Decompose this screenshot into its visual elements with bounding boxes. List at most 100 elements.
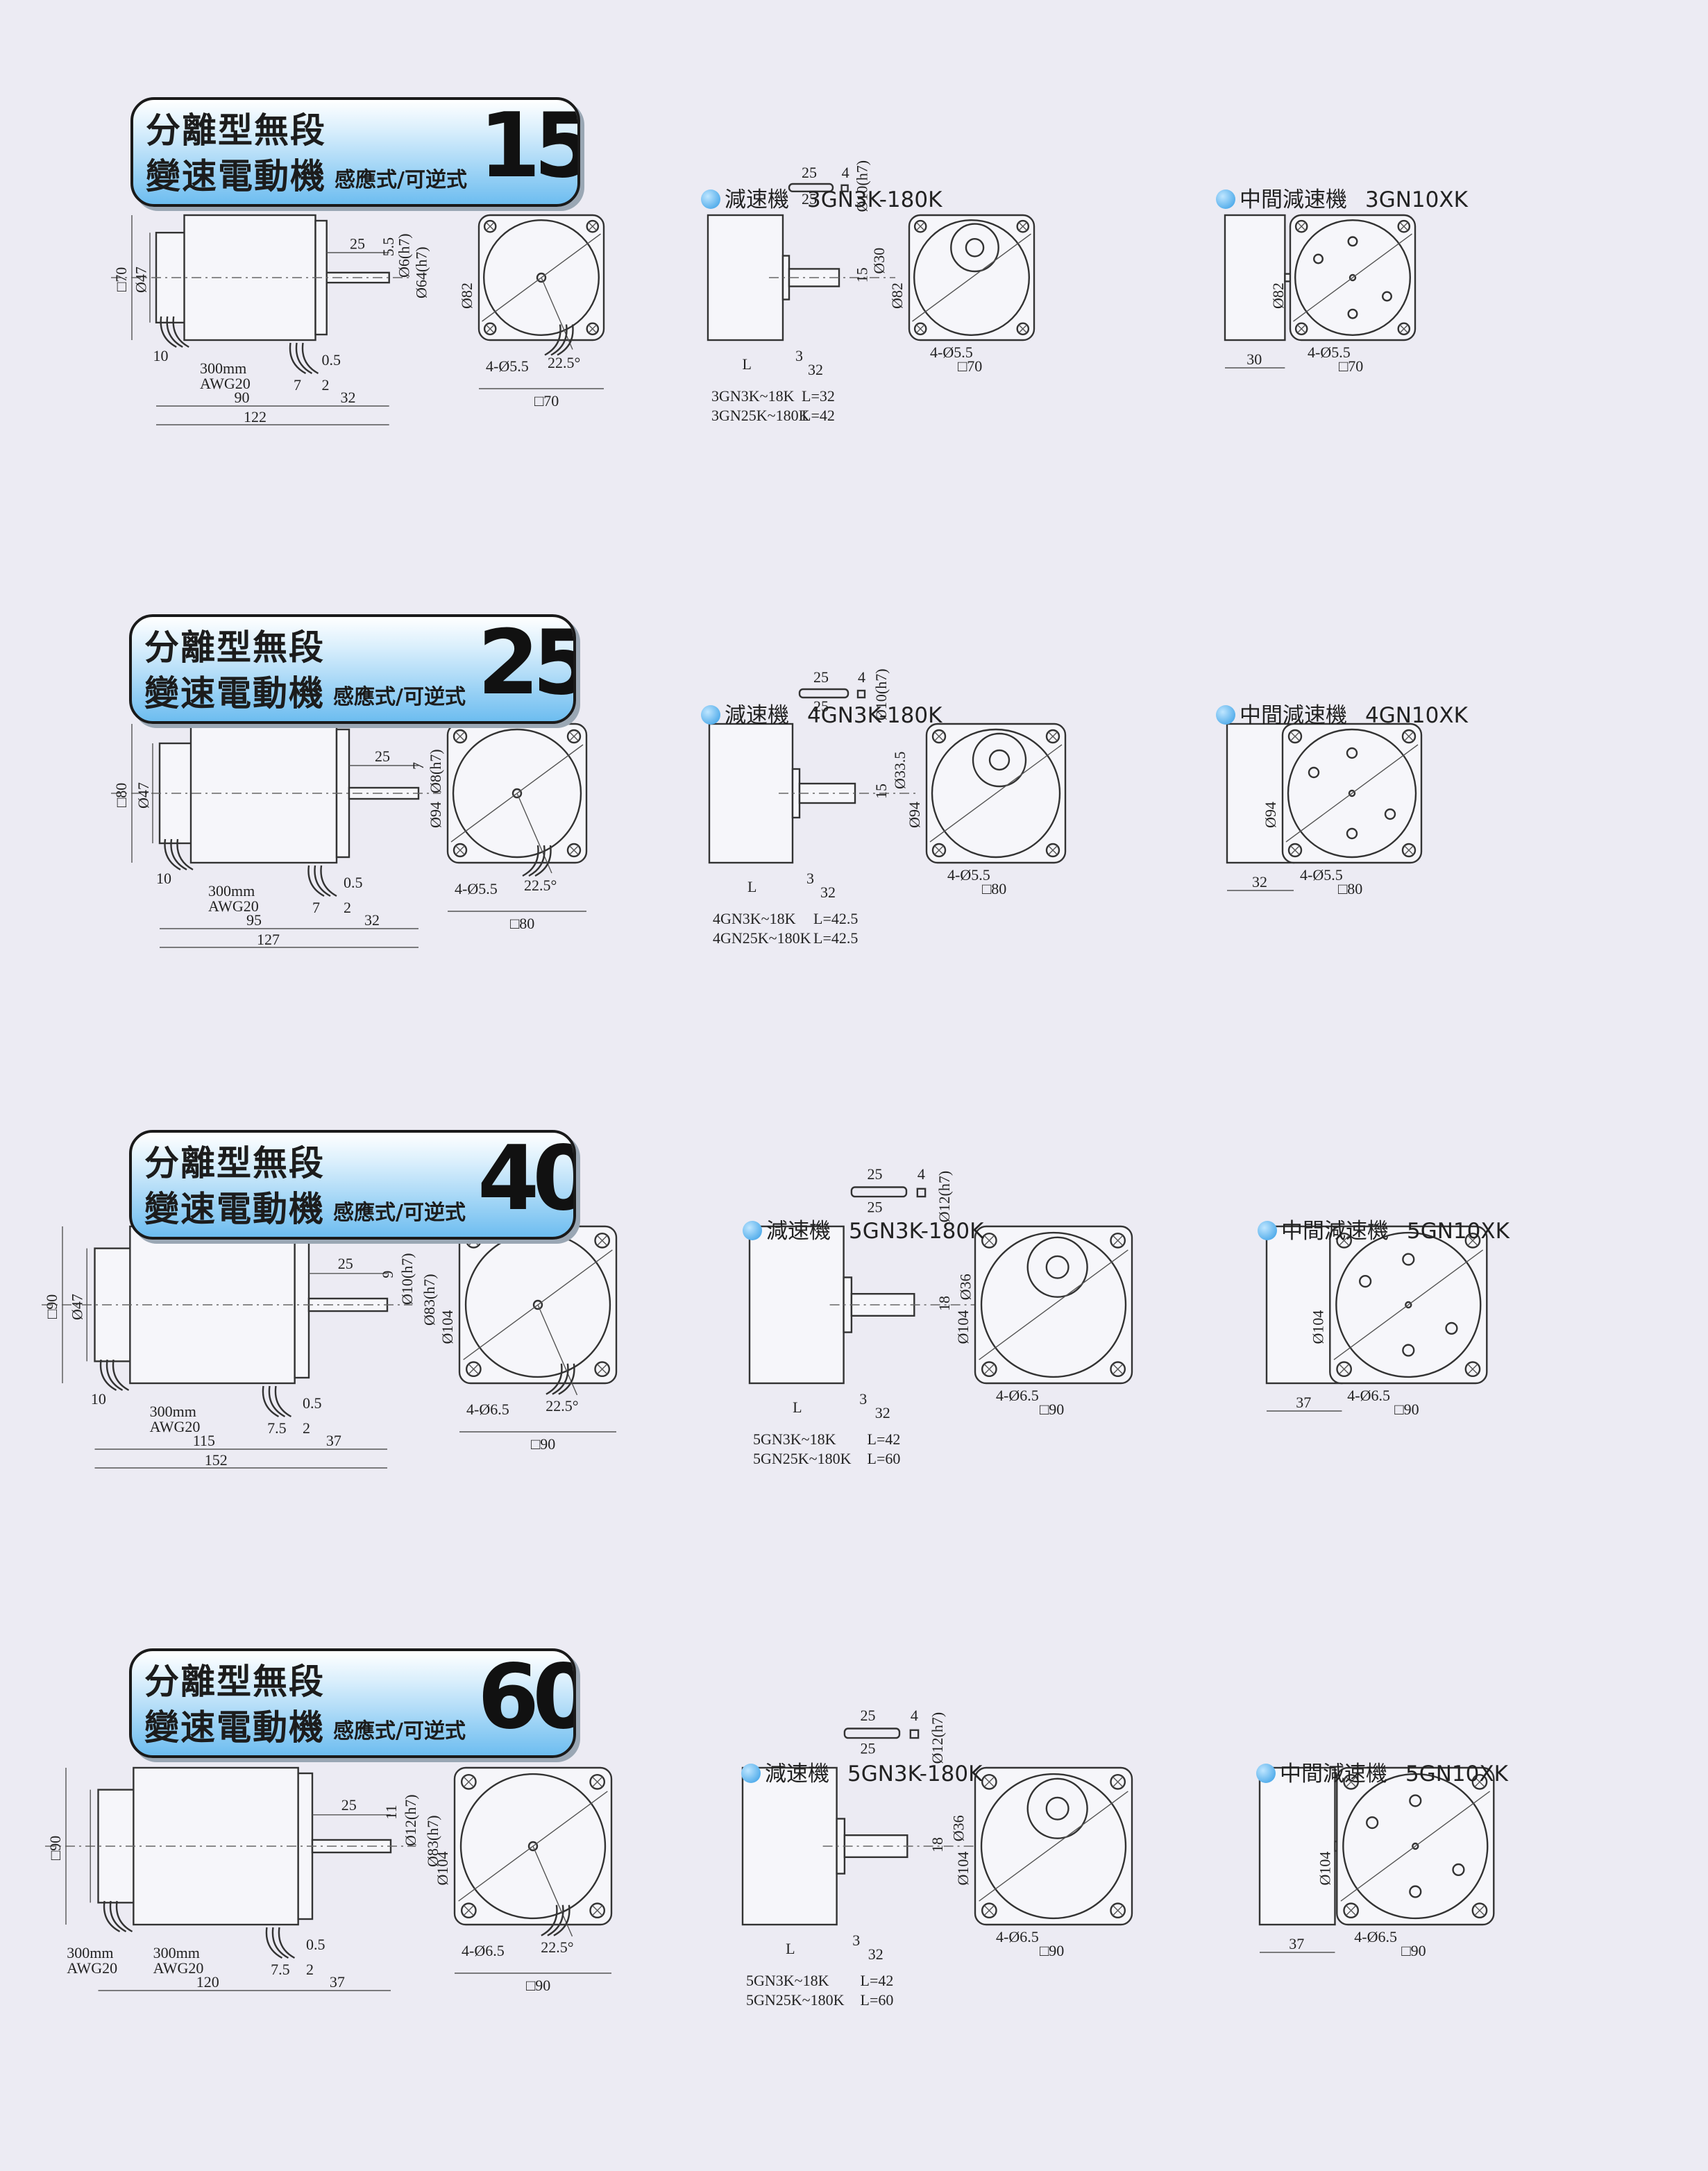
gear-front-boss <box>972 732 1027 788</box>
mid-front-circle <box>1335 1231 1482 1378</box>
motor-shaft-diameter: Ø10(h7) <box>398 1253 416 1305</box>
bullet-icon <box>1216 705 1235 725</box>
gear-shaft-length: 25 <box>813 698 829 715</box>
gear-front-shaft <box>965 237 985 257</box>
gear-key-length: 25 <box>861 1707 876 1724</box>
flange-size: □70 <box>534 392 559 409</box>
gear-key-height: 15 <box>872 784 890 799</box>
flange-holes: 4-Ø5.5 <box>486 357 529 375</box>
motor-dim-10: 10 <box>156 870 171 887</box>
badge-title-line1: 分離型無段 <box>144 1143 325 1183</box>
section-drawings-25w: □80Ø47257Ø8(h7)Ø73(h7)10300mmAWG200.5729… <box>111 668 1423 948</box>
gear-row1-model: 3GN3K~18K <box>711 387 795 405</box>
motor-body-diameter: Ø47 <box>133 267 150 293</box>
angle-line <box>541 277 573 350</box>
motor-length-a: 115 <box>193 1432 215 1449</box>
gear-front-circle <box>931 728 1061 859</box>
gear-row2-l: L=60 <box>868 1450 901 1467</box>
gear-key-width: 4 <box>842 164 849 181</box>
flange-center <box>536 272 547 283</box>
mid-inner-hole <box>1381 291 1392 302</box>
mounting-hole <box>1016 322 1030 336</box>
mounting-hole-cross <box>1404 845 1414 855</box>
mid-inner-hole <box>1366 1816 1379 1830</box>
gear-row1-model: 5GN3K~18K <box>753 1430 836 1448</box>
gear-front-shaft <box>1045 1255 1069 1279</box>
mounting-hole <box>1464 1361 1481 1378</box>
mounting-hole-cross <box>1018 222 1027 231</box>
mid-inner-hole <box>1346 827 1358 840</box>
mounting-hole <box>460 1902 477 1919</box>
gear-row2-model: 3GN25K~180K <box>711 407 810 424</box>
mounting-hole-cross <box>1297 324 1306 333</box>
motor-dim-10: 10 <box>153 347 169 364</box>
mounting-hole-cross <box>1297 222 1306 231</box>
mid-gear-model-code: 5GN10XK <box>1405 1762 1508 1786</box>
mid-gear-model-code: 5GN10XK <box>1407 1219 1510 1244</box>
lead-wire <box>550 324 568 356</box>
mid-inner-hole <box>1452 1863 1465 1877</box>
lead-wire <box>262 1385 280 1418</box>
gear-length-l: L <box>743 355 752 373</box>
pcd-line <box>979 1249 1128 1360</box>
mid-front-holes: 4-Ø5.5 <box>1300 866 1343 884</box>
gear-boss-diameter: Ø30 <box>870 248 888 274</box>
gear-boss-diameter: Ø36 <box>957 1274 974 1300</box>
badge-title-line2: 變速電動機 <box>146 156 326 196</box>
mid-gear-side-view: 30 <box>1224 214 1303 369</box>
flange-pcd: Ø94 <box>427 802 444 828</box>
mounting-hole-cross <box>588 222 597 231</box>
gear-row1-l: L=42.5 <box>813 910 858 927</box>
flange-center <box>511 788 523 799</box>
mounting-hole-cross <box>1467 1235 1478 1246</box>
lead-wire <box>558 1363 575 1395</box>
gear-boss-diameter: Ø33.5 <box>891 752 908 789</box>
gear-row2-l: L=60 <box>861 1991 894 2009</box>
mounting-hole <box>1045 843 1060 858</box>
flange-angle: 22.5° <box>541 1938 573 1956</box>
gear-front-holes: 4-Ø6.5 <box>996 1387 1039 1404</box>
lead-wire <box>160 316 177 348</box>
gear-front-pcd: Ø82 <box>888 282 906 309</box>
mid-gear-body <box>1258 1766 1336 1926</box>
mounting-hole <box>931 729 947 744</box>
mid-front-center <box>1412 1842 1419 1850</box>
mounting-hole <box>1343 1773 1360 1790</box>
mounting-hole <box>1464 1232 1481 1249</box>
mounting-hole <box>483 219 497 233</box>
mid-gear-length: 37 <box>1296 1394 1311 1411</box>
mounting-hole <box>594 1361 611 1378</box>
badge-subtitle: 感應式/可逆式 <box>333 1201 466 1225</box>
motor-shaft-diameter: Ø6(h7) <box>396 233 413 278</box>
motor-length-total: 122 <box>244 408 267 425</box>
mounting-hole-cross <box>1474 1776 1485 1787</box>
bullet-icon <box>743 1221 762 1240</box>
mounting-hole <box>460 1773 477 1790</box>
motor-shaft-diameter: Ø8(h7) <box>427 749 444 793</box>
lead-wire <box>541 1904 558 1936</box>
mounting-hole <box>1110 1902 1126 1919</box>
motor-dim-2: 2 <box>306 1961 314 1978</box>
mid-inner-hole <box>1384 808 1396 820</box>
motor-dim-7: 7.5 <box>267 1419 287 1437</box>
motor-lead-length: 300mm <box>200 360 246 377</box>
lead-wire <box>274 1385 292 1418</box>
mounting-hole-cross <box>1290 845 1300 855</box>
gear-front-shaft <box>988 749 1011 771</box>
motor-length-total: 127 <box>257 931 280 948</box>
lead-wire <box>289 342 307 375</box>
mid-inner-hole <box>1308 766 1320 779</box>
motor-dim-7: 7 <box>312 899 320 916</box>
flange-size: □90 <box>531 1435 555 1453</box>
mounting-hole-cross <box>1404 732 1414 741</box>
motor-frame-size: □90 <box>43 1294 60 1319</box>
motor-dim-05: 0.5 <box>303 1394 322 1412</box>
